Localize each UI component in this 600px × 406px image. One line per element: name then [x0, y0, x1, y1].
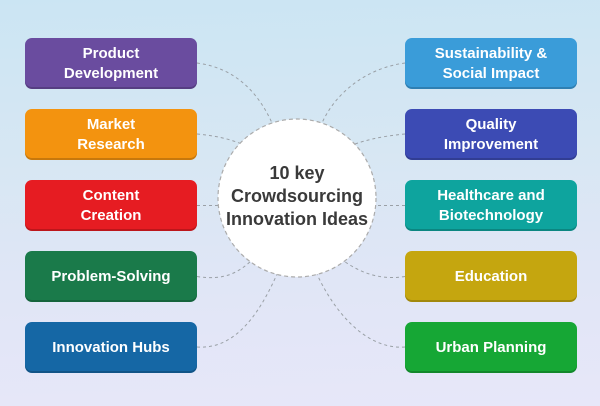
connector-education	[339, 257, 406, 278]
idea-box-healthcare-biotechnology: Healthcare and Biotechnology	[405, 180, 577, 231]
hub-circle	[217, 118, 377, 278]
connector-market-research	[196, 133, 251, 149]
center-title: 10 key Crowdsourcing Innovation Ideas	[207, 162, 387, 231]
center-title-line1: 10 key	[269, 163, 325, 183]
center-title-line2: Crowdsourcing	[230, 186, 363, 206]
idea-box-urban-planning: Urban Planning	[405, 322, 577, 373]
idea-box-quality-improvement: Quality Improvement	[405, 109, 577, 160]
idea-box-content-creation: Content Creation	[25, 180, 197, 231]
connector-problem-solving	[196, 257, 255, 279]
connector-urban-planning	[315, 271, 406, 348]
idea-box-innovation-hubs: Innovation Hubs	[25, 322, 197, 373]
connector-sustainability-social-impact	[321, 62, 406, 124]
idea-box-product-development: Product Development	[25, 38, 197, 89]
connector-product-development	[196, 62, 273, 124]
connector-innovation-hubs	[196, 271, 279, 348]
idea-box-sustainability-social-impact: Sustainability & Social Impact	[405, 38, 577, 89]
idea-box-problem-solving: Problem-Solving	[25, 251, 197, 302]
center-title-line3: Innovation Ideas	[225, 209, 369, 229]
idea-box-education: Education	[405, 251, 577, 302]
idea-box-market-research: Market Research	[25, 109, 197, 160]
